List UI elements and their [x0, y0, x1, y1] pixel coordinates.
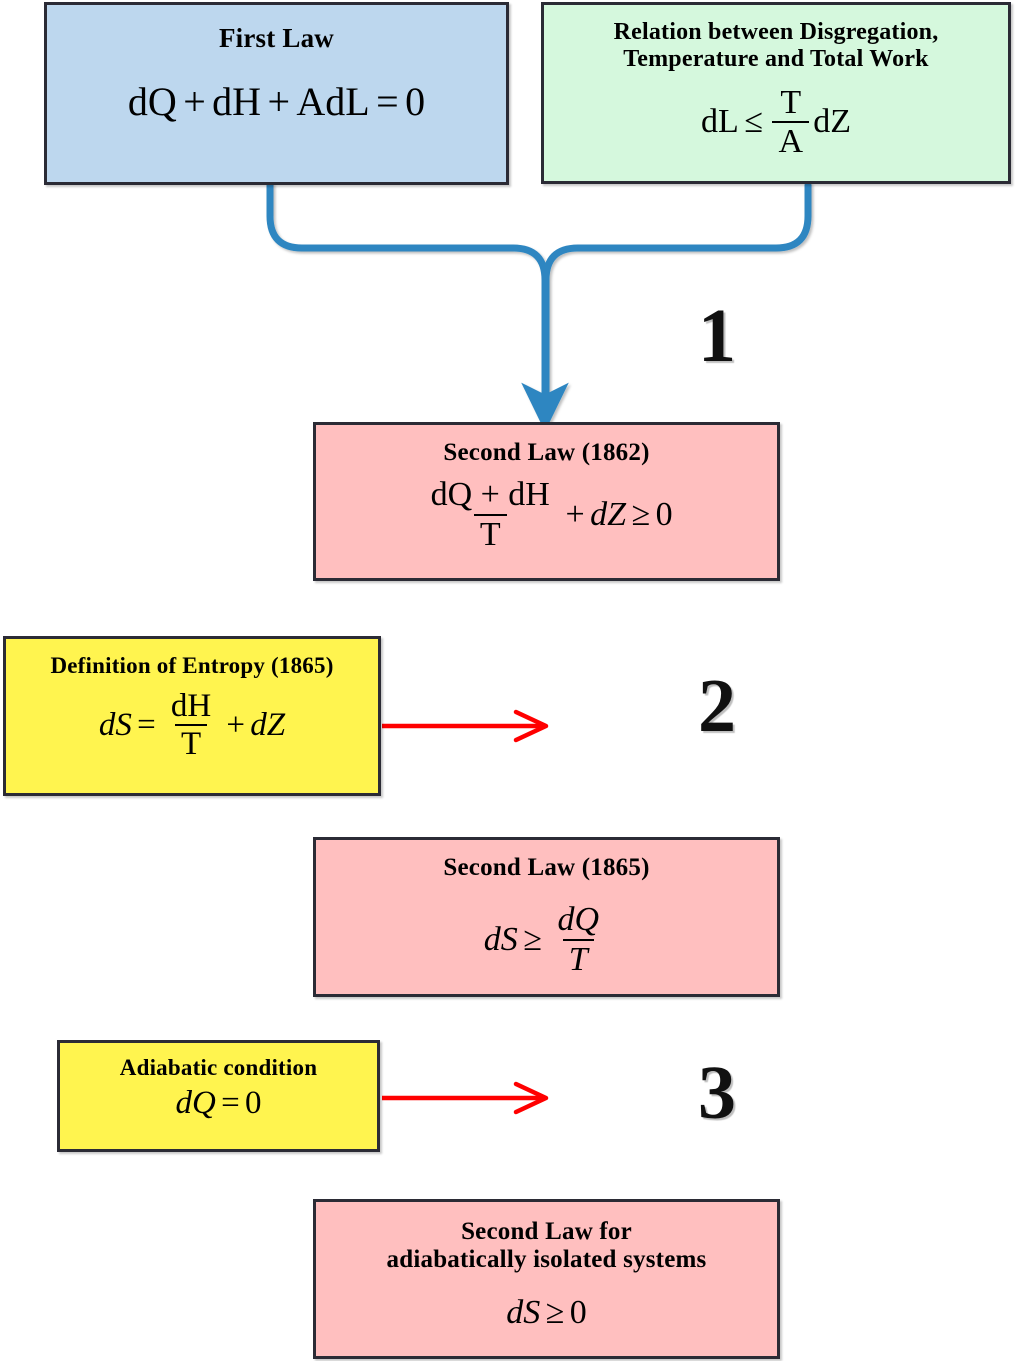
second-law-adiabatic-box: Second Law for adiabatically isolated sy…	[313, 1199, 780, 1359]
fraction-T-over-A: T A	[772, 83, 810, 160]
term-dZ: dZ	[813, 103, 852, 141]
operator-geq: ≥	[545, 1294, 565, 1331]
red-arrow-adiabatic-substitution	[382, 1081, 549, 1115]
operator-plus: +	[226, 706, 246, 743]
operator-leq: ≤	[744, 103, 763, 141]
relation-title: Relation between Disgregation, Temperatu…	[614, 19, 939, 73]
fraction-dQ-plus-dH-over-T: dQ + dH T	[424, 477, 556, 552]
step-number-3: 3	[698, 1051, 736, 1135]
fraction-numerator: dQ	[557, 901, 600, 938]
first-law-title: First Law	[218, 23, 335, 53]
relation-formula: dL ≤ T A dZ	[701, 85, 851, 160]
second-law-1862-box: Second Law (1862) dQ + dH T + dZ ≥ 0	[313, 422, 780, 581]
operator-plus: +	[565, 495, 585, 533]
operator-geq: ≥	[631, 495, 651, 533]
term-zero: 0	[655, 495, 673, 533]
term-zero: 0	[405, 79, 426, 125]
operator-equals: =	[137, 706, 156, 743]
red-arrow-entropy-substitution	[382, 709, 549, 743]
step-number-1: 1	[698, 294, 736, 378]
fraction-denominator: T	[473, 513, 507, 553]
second-law-1865-box: Second Law (1865) dS ≥ dQ T	[313, 837, 780, 997]
fraction-dH-over-T: dH T	[165, 689, 217, 762]
adiabatic-condition-formula: dQ = 0	[175, 1084, 262, 1121]
operator-plus-2: +	[267, 79, 290, 125]
entropy-definition-box: Definition of Entropy (1865) dS = dH T +…	[3, 636, 381, 796]
term-dH: dH	[212, 79, 262, 125]
second-law-1865-title: Second Law (1865)	[443, 854, 650, 881]
term-dZ: dZ	[590, 495, 627, 533]
fraction-numerator: dQ + dH	[430, 476, 550, 513]
fraction-numerator: dH	[170, 687, 212, 724]
operator-equals: =	[221, 1084, 240, 1121]
term-dL: dL	[700, 103, 739, 141]
fraction-dQ-over-T: dQ T	[551, 902, 605, 977]
relation-box: Relation between Disgregation, Temperatu…	[541, 2, 1011, 184]
second-law-1862-title: Second Law (1862)	[443, 439, 650, 466]
term-dS: dS	[506, 1294, 541, 1331]
entropy-definition-title: Definition of Entropy (1865)	[50, 653, 334, 678]
adiabatic-condition-title: Adiabatic condition	[119, 1055, 318, 1080]
first-law-box: First Law dQ + dH + AdL = 0	[44, 2, 509, 185]
step-number-2: 2	[698, 664, 736, 748]
adiabatic-condition-box: Adiabatic condition dQ = 0	[57, 1040, 380, 1152]
first-law-formula: dQ + dH + AdL = 0	[128, 82, 425, 122]
second-law-1865-formula: dS ≥ dQ T	[484, 902, 609, 977]
fraction-denominator: T	[175, 724, 208, 762]
second-law-adiabatic-title: Second Law for adiabatically isolated sy…	[387, 1218, 707, 1274]
second-law-adiabatic-formula: dS ≥ 0	[506, 1296, 587, 1330]
operator-geq: ≥	[523, 920, 542, 958]
term-dZ: dZ	[250, 706, 286, 743]
fraction-denominator: A	[772, 121, 810, 160]
second-law-adiabatic-title-line-2: adiabatically isolated systems	[386, 1246, 707, 1273]
second-law-adiabatic-title-line-1: Second Law for	[461, 1218, 632, 1245]
term-AdL: AdL	[296, 79, 370, 125]
term-dS: dS	[483, 920, 518, 958]
relation-title-line-2: Temperature and Total Work	[623, 45, 929, 72]
term-zero: 0	[245, 1084, 262, 1121]
operator-equals: =	[376, 79, 399, 125]
term-zero: 0	[569, 1294, 587, 1331]
relation-title-line-1: Relation between Disgregation,	[613, 19, 939, 45]
entropy-definition-formula: dS = dH T + dZ	[99, 689, 285, 762]
term-dQ: dQ	[127, 79, 177, 125]
term-dQ: dQ	[175, 1084, 216, 1121]
fraction-numerator: T	[780, 83, 802, 121]
second-law-1862-formula: dQ + dH T + dZ ≥ 0	[420, 477, 673, 552]
term-dS: dS	[98, 706, 132, 743]
operator-plus: +	[183, 79, 206, 125]
fraction-denominator: T	[562, 938, 594, 978]
